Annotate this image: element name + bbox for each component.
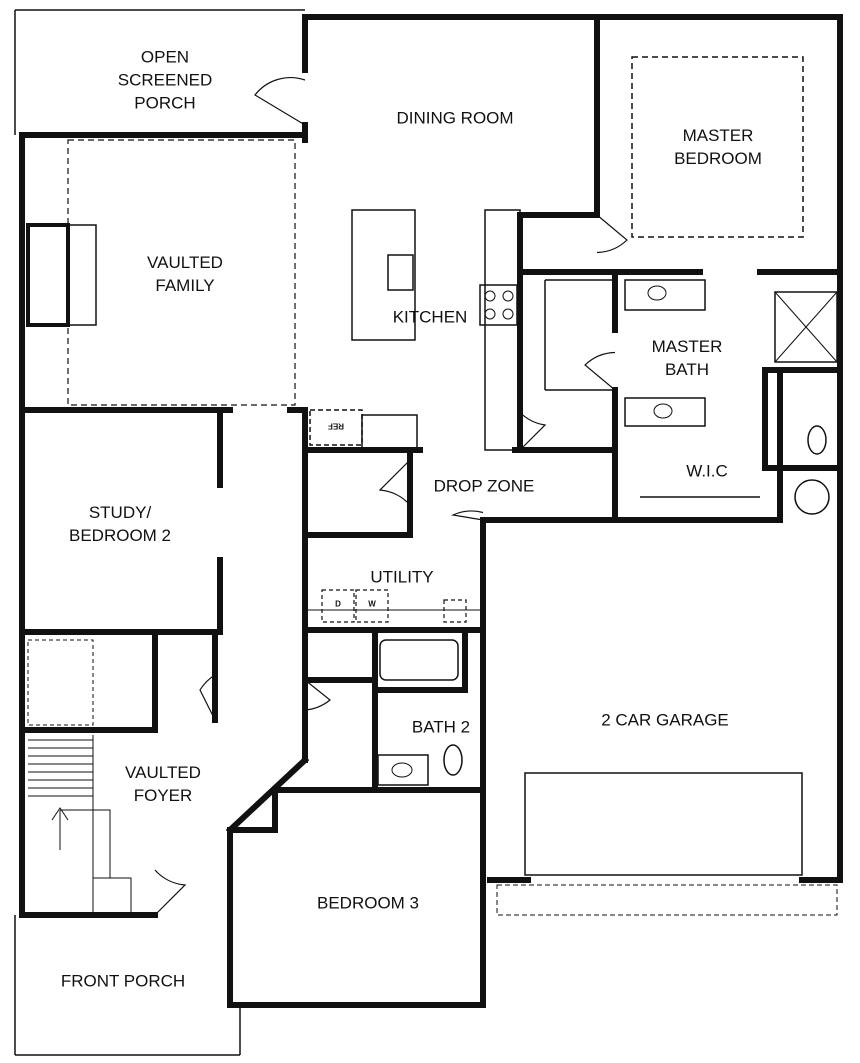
fireplace	[26, 223, 70, 327]
vanity	[624, 397, 706, 427]
door-swing	[254, 77, 306, 126]
pantry-counter	[361, 414, 418, 451]
door-swing	[304, 679, 331, 711]
room-label-dining-room: DINING ROOM	[396, 108, 514, 128]
burner-icon	[484, 308, 496, 320]
door-swing	[154, 869, 187, 916]
appliance-outline	[355, 589, 389, 623]
door-swing	[199, 674, 216, 721]
garage-door	[524, 772, 803, 876]
sink-icon	[647, 285, 667, 301]
door-swing	[378, 459, 411, 506]
dryer-label: D	[335, 599, 341, 609]
room-label-master-bath: MASTER BATH	[651, 337, 723, 379]
kitchen-counter	[484, 209, 521, 451]
washer-label: W	[368, 599, 376, 609]
room-label-wic: W.I.C	[686, 461, 728, 481]
refrigerator-label: REF	[328, 421, 344, 431]
vanity	[624, 279, 706, 311]
tray-ceiling	[631, 56, 804, 238]
room-label-two-car-garage: 2 CAR GARAGE	[601, 710, 729, 730]
room-label-vaulted-family: VAULTED FAMILY	[147, 253, 223, 295]
room-label-front-porch: FRONT PORCH	[60, 971, 186, 991]
stair-landing	[92, 877, 132, 914]
room-label-kitchen: KITCHEN	[392, 307, 468, 327]
water-heater-icon	[794, 479, 830, 515]
hearth	[67, 224, 97, 326]
toilet-icon	[443, 744, 463, 776]
refrigerator	[309, 409, 363, 446]
room-label-drop-zone: DROP ZONE	[433, 476, 535, 496]
room-label-open-screened-porch: OPEN SCREENED PORCH	[117, 47, 213, 113]
door-swing	[450, 510, 484, 521]
room-label-bath-2: BATH 2	[411, 717, 471, 737]
room-label-study-bedroom-2: STUDY/ BEDROOM 2	[68, 503, 172, 545]
bathtub	[379, 639, 459, 681]
room-label-master-bedroom: MASTER BEDROOM	[674, 126, 762, 168]
driveway-apron	[496, 884, 838, 916]
cooktop-icon	[479, 284, 518, 326]
sink-icon	[653, 403, 673, 419]
sink-icon	[387, 254, 414, 291]
kitchen-island	[351, 209, 416, 341]
stair-arrow-icon	[51, 807, 111, 878]
room-label-utility: UTILITY	[370, 567, 434, 587]
stair-upper	[27, 639, 94, 726]
utility-sink	[443, 599, 467, 623]
room-label-vaulted-foyer: VAULTED FOYER	[125, 763, 201, 805]
door-swing	[584, 351, 616, 391]
shower-drain-line	[774, 291, 838, 363]
burner-icon	[484, 290, 496, 302]
shower	[774, 291, 838, 363]
vanity	[377, 754, 429, 786]
burner-icon	[502, 308, 514, 320]
sink-icon	[391, 762, 413, 778]
door-swing	[596, 214, 628, 254]
door-swing	[519, 412, 547, 451]
room-label-bedroom-3: BEDROOM 3	[316, 893, 420, 913]
toilet-icon	[807, 425, 827, 455]
appliance-outline	[321, 589, 355, 623]
wall	[225, 755, 310, 835]
burner-icon	[502, 290, 514, 302]
